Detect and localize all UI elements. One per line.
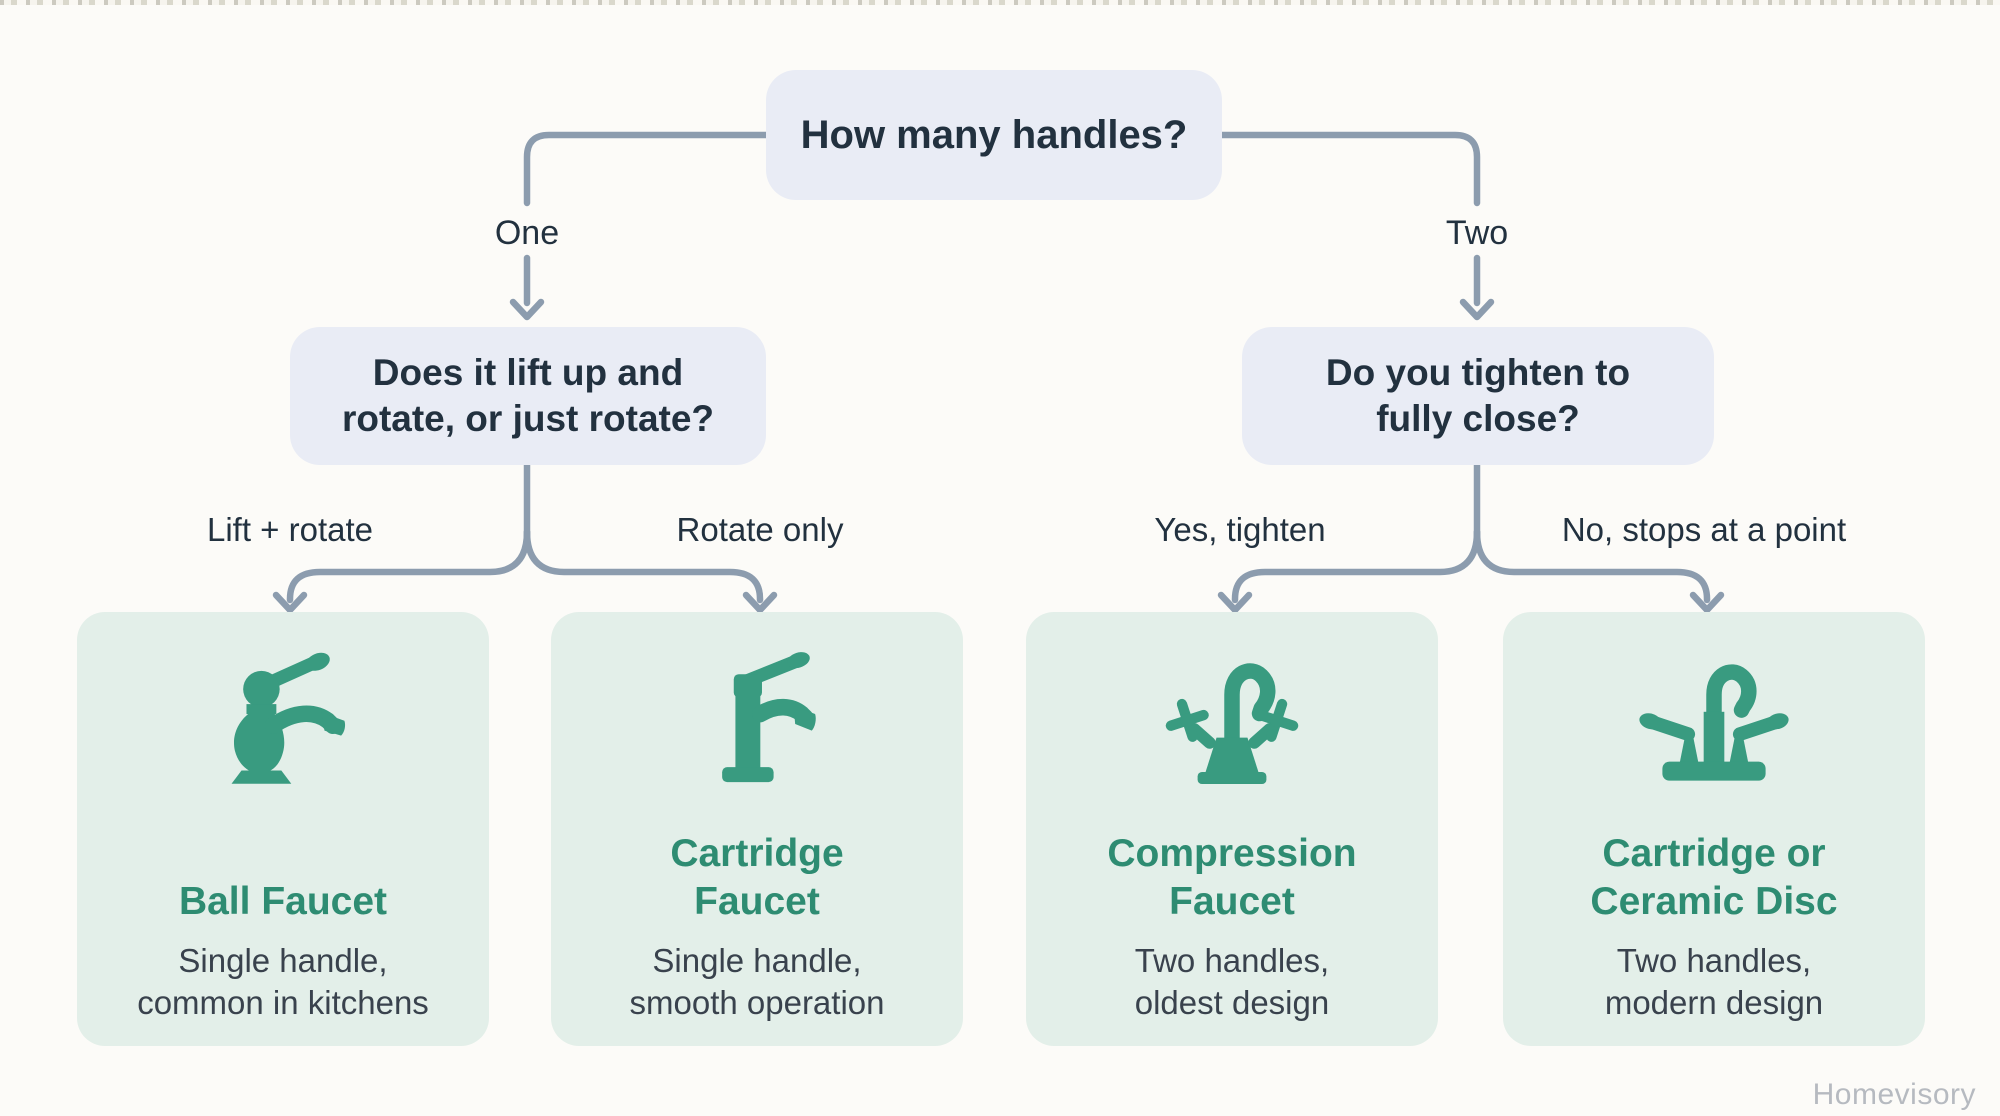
card-icon-area [671,638,843,820]
arrow-no-stops-head [1689,591,1725,614]
card-description-line: common in kitchens [137,984,429,1021]
connector-yes-tighten [1231,528,1481,604]
question-line: Do you tighten to [1325,352,1631,393]
arrow-lift-rotate-head [272,591,308,614]
arrow-rotate-only-head [742,591,778,614]
result-card-ball-faucet: Ball Faucet Single handle, common in kit… [77,612,489,1046]
arrow-two-head [1459,298,1495,321]
connector-lift-rotate [286,528,531,604]
card-description-line: Two handles, [1134,942,1330,979]
question-node-two-handle: Do you tighten to fully close? [1242,327,1714,465]
outcome-label-no-stops: No, stops at a point [1561,511,1847,548]
scan-artifact-line [0,0,2000,5]
outcome-label-yes-tighten: Yes, tighten [1154,511,1326,548]
card-description: Two handles, oldest design [1135,940,1329,1024]
branch-label-one: One [494,214,560,252]
watermark-homevisory: Homevisory [1812,1078,1976,1111]
root-question-node: How many handles? [766,70,1222,200]
card-description-line: Two handles, [1616,942,1812,979]
card-description-line: Single handle, [178,942,388,979]
centerset-two-handle-faucet-icon [1639,664,1789,781]
ball-faucet-icon [231,652,346,784]
card-description: Single handle, smooth operation [630,940,885,1024]
connector-no-stops [1473,528,1711,604]
card-icon-area [1142,638,1322,820]
card-description-line: oldest design [1134,984,1330,1021]
card-description-line: modern design [1604,984,1824,1021]
card-description: Single handle, common in kitchens [137,940,429,1024]
card-title: Cartridge or Ceramic Disc [1590,832,1838,923]
compression-faucet-icon [1165,663,1299,785]
result-card-cartridge-faucet: Cartridge Faucet Single handle, smooth o… [551,612,963,1046]
outcome-label-rotate-only: Rotate only [676,511,844,548]
root-question-text: How many handles? [800,112,1188,157]
result-card-cartridge-or-ceramic-disc: Cartridge or Ceramic Disc Two handles, m… [1503,612,1925,1046]
card-title: Cartridge Faucet [670,832,844,923]
connector-root-to-one [523,131,770,207]
question-line: Does it lift up and [372,352,684,393]
branch-label-two: Two [1445,214,1509,252]
connector-root-to-two [1218,131,1481,207]
card-title: Compression Faucet [1107,832,1357,923]
outcome-label-lift-rotate: Lift + rotate [206,511,373,548]
card-icon-area [197,638,369,820]
arrow-yes-tighten-head [1217,591,1253,614]
card-description-line: smooth operation [629,984,885,1021]
result-card-compression-faucet: Compression Faucet Two handles, oldest d… [1026,612,1438,1046]
question-line: rotate, or just rotate? [341,398,715,439]
card-icon-area [1621,638,1807,820]
card-description-line: Single handle, [652,942,862,979]
arrow-one-head [509,298,545,321]
card-description: Two handles, modern design [1605,940,1823,1024]
cartridge-faucet-icon [722,652,816,783]
card-title: Ball Faucet [178,880,388,923]
connector-rotate-only [523,528,764,604]
question-node-single-handle: Does it lift up and rotate, or just rota… [290,327,766,465]
question-line: fully close? [1376,398,1580,439]
